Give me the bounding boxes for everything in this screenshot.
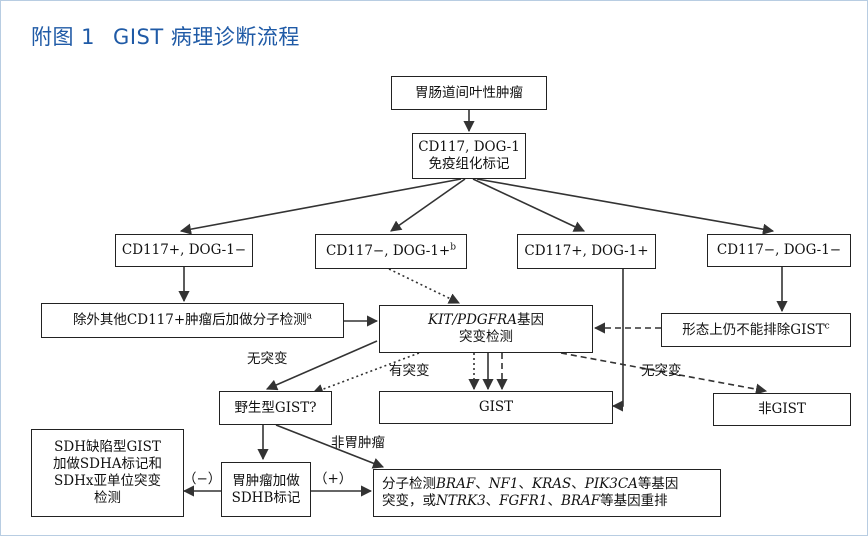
node-wild-type-gist: 野生型GIST? <box>219 391 332 425</box>
edge-ihc-d <box>476 178 775 235</box>
node-kit-pdgfra-mutation-test: KIT/PDGFRA基因 突变检测 <box>379 305 593 353</box>
node-cd117-pos-dog1-neg: CD117+, DOG-1− <box>115 234 253 267</box>
node-morphology-cannot-exclude: 形态上仍不能排除GISTc <box>661 313 851 347</box>
node-ihc-marker: CD117, DOG-1 免疫组化标记 <box>412 133 526 179</box>
node-exclude-other-cd117: 除外其他CD117+肿瘤后加做分子检测a <box>41 303 344 338</box>
node-gi-mesenchymal-tumor: 胃肠道间叶性肿瘤 <box>391 76 547 110</box>
label-no-mutation-left: 无突变 <box>247 351 288 367</box>
node-non-gist: 非GIST <box>713 393 851 426</box>
edge-kit-wild-dotted <box>311 352 420 395</box>
node-gastric-sdhb: 胃肿瘤加做 SDHB标记 <box>221 462 311 517</box>
label-positive: （+） <box>314 471 353 487</box>
edge-b-kit <box>388 268 461 304</box>
edge-kit-nongist <box>560 352 768 395</box>
figure-title: 附图 1 GIST 病理诊断流程 <box>31 21 300 51</box>
node-cd117-neg-dog1-pos: CD117−, DOG-1+b <box>315 234 467 269</box>
label-non-gastric: 非胃肿瘤 <box>331 435 385 451</box>
node-molecular-test: 分子检测BRAF、NF1、KRAS、PIK3CA等基因 突变，或NTRK3、FG… <box>373 469 721 517</box>
label-has-mutation: 有突变 <box>389 363 430 379</box>
edge-wild-molecular <box>275 424 385 469</box>
node-gist: GIST <box>379 391 613 424</box>
edge-c-gist <box>611 269 624 412</box>
figure-number: 附图 1 <box>31 25 96 49</box>
node-cd117-pos-dog1-pos: CD117+, DOG-1+ <box>517 234 656 269</box>
label-no-mutation-right: 无突变 <box>641 363 682 379</box>
figure-title-text: GIST 病理诊断流程 <box>113 25 300 49</box>
edge-ihc-c <box>472 178 586 232</box>
node-cd117-neg-dog1-neg: CD117−, DOG-1− <box>707 234 851 267</box>
edge-kit-wild-solid <box>265 340 378 391</box>
label-negative: （−） <box>183 471 222 487</box>
node-sdh-deficient-gist: SDH缺陷型GIST 加做SDHA标记和 SDHx亚单位突变 检测 <box>31 429 184 517</box>
edge-ihc-a <box>179 178 462 235</box>
edge-ihc-b <box>390 178 466 232</box>
